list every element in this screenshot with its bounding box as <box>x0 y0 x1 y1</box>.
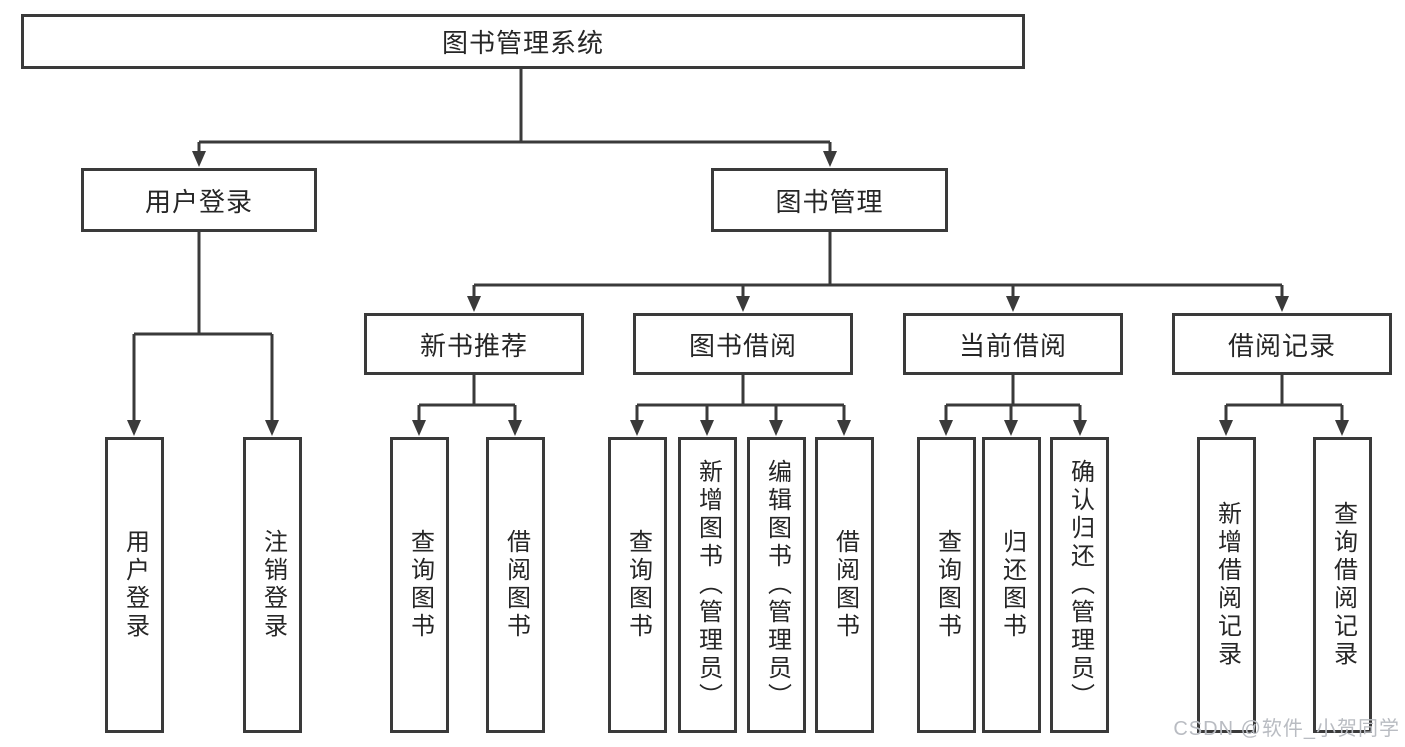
node-leaf-confirm-return-admin: 确认归还（管理员） <box>1050 437 1109 733</box>
node-leaf-borrow-books-1: 借阅图书 <box>486 437 545 733</box>
node-leaf-query-borrow-record: 查询借阅记录 <box>1313 437 1372 733</box>
node-current-borrowing: 当前借阅 <box>903 313 1123 375</box>
node-library-management-system: 图书管理系统 <box>21 14 1025 69</box>
node-user-login: 用户登录 <box>81 168 317 232</box>
node-leaf-return-books: 归还图书 <box>982 437 1041 733</box>
node-leaf-query-books-1: 查询图书 <box>390 437 449 733</box>
node-leaf-query-books-2: 查询图书 <box>608 437 667 733</box>
node-new-book-recommendation: 新书推荐 <box>364 313 584 375</box>
node-leaf-borrow-books-2: 借阅图书 <box>815 437 874 733</box>
node-leaf-add-books-admin: 新增图书（管理员） <box>678 437 737 733</box>
watermark-text: CSDN @软件_小贺同学 <box>1173 718 1400 740</box>
node-borrowing-records: 借阅记录 <box>1172 313 1392 375</box>
node-book-borrowing: 图书借阅 <box>633 313 853 375</box>
node-leaf-edit-books-admin: 编辑图书（管理员） <box>747 437 806 733</box>
node-book-management: 图书管理 <box>711 168 948 232</box>
node-leaf-logout: 注销登录 <box>243 437 302 733</box>
node-leaf-query-books-3: 查询图书 <box>917 437 976 733</box>
node-leaf-add-borrow-record: 新增借阅记录 <box>1197 437 1256 733</box>
node-leaf-user-login: 用户登录 <box>105 437 164 733</box>
